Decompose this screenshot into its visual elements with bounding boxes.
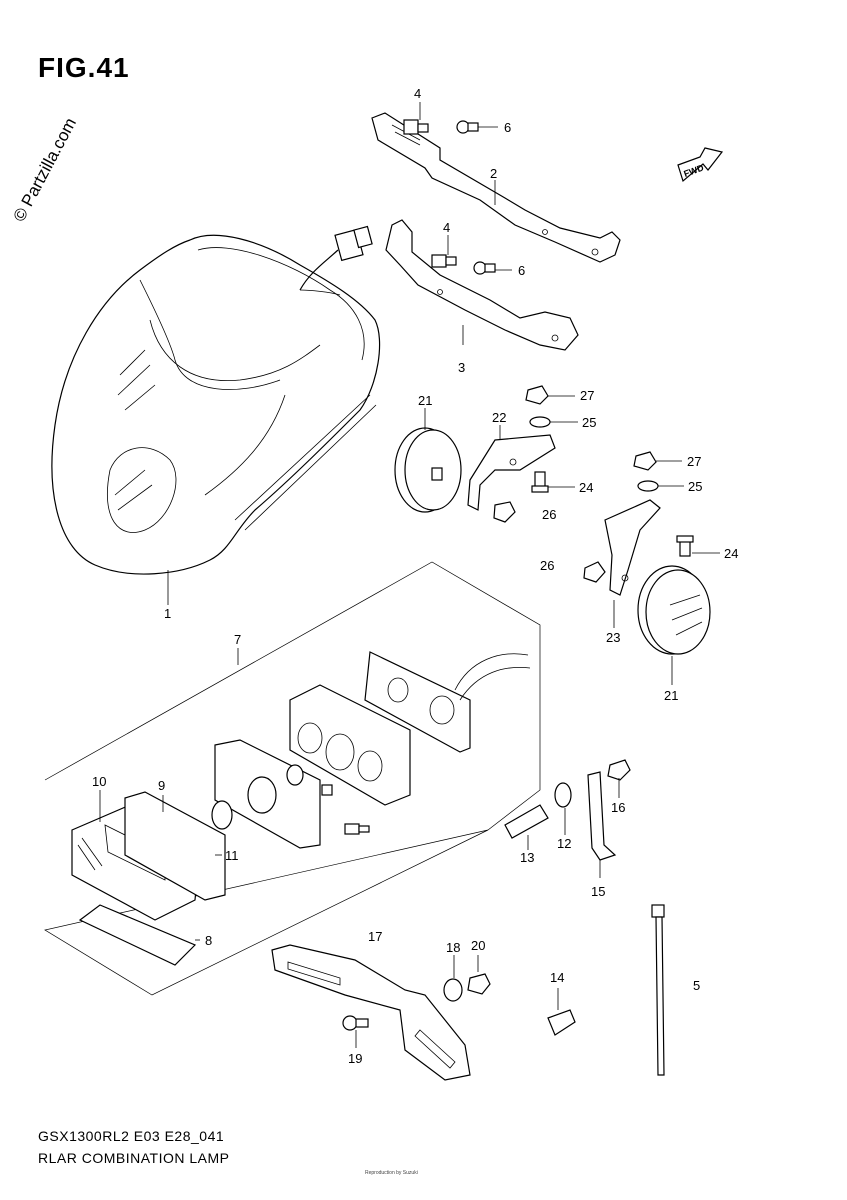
callout-8: 8: [205, 933, 212, 948]
callout-16: 16: [611, 800, 625, 815]
screw-24-lower: [676, 535, 694, 557]
screw-6-lower: [473, 261, 496, 275]
clip-15: [587, 771, 617, 861]
washer-25-lower: [637, 480, 659, 492]
lower-bracket: [385, 219, 579, 351]
cable-tie-5: [651, 904, 665, 1076]
lamp-plate-8: [78, 904, 197, 966]
callout-labels: 4 6 2 4 6 3 21 22 27 25 24 26 27 25 24 2…: [92, 86, 738, 1066]
fine-print: Reproduction by Suzuki: [365, 1170, 418, 1176]
lens-gasket-9: [124, 791, 226, 901]
reflector-bracket-23: [604, 499, 661, 596]
callout-3: 3: [458, 360, 465, 375]
callout-26-lower: 26: [540, 558, 554, 573]
nut-16: [607, 759, 631, 781]
callout-21-lower: 21: [664, 688, 678, 703]
footer-model-code: GSX1300RL2 E03 E28_041: [38, 1128, 225, 1144]
callout-24-upper: 24: [579, 480, 593, 495]
callout-15: 15: [591, 884, 605, 899]
footer-part-name: RLAR COMBINATION LAMP: [38, 1150, 230, 1166]
callout-14: 14: [550, 970, 564, 985]
callout-22: 22: [492, 410, 506, 425]
callout-27-lower: 27: [687, 454, 701, 469]
washer-18: [443, 978, 463, 1002]
callout-19: 19: [348, 1051, 362, 1066]
lamp-body: [289, 684, 411, 806]
screw-19: [342, 1015, 369, 1031]
callout-2: 2: [490, 166, 497, 181]
callout-7: 7: [234, 632, 241, 647]
callout-5: 5: [693, 978, 700, 993]
bolt-4-upper: [403, 119, 429, 135]
screw-24-upper: [531, 471, 549, 493]
callout-11: 11: [225, 848, 239, 863]
license-bracket-17: [271, 944, 471, 1081]
callout-25-upper: 25: [582, 415, 596, 430]
callout-25-lower: 25: [688, 479, 702, 494]
upper-bracket: [371, 112, 621, 263]
reflector-21-upper: [394, 427, 462, 513]
callout-6-upper: 6: [504, 120, 511, 135]
leader-lines: [99, 102, 720, 1048]
nut-27-upper: [525, 385, 549, 405]
license-lamp-assembly-outline: [44, 561, 541, 996]
fwd-arrow-icon: FWD: [677, 147, 724, 183]
callout-12: 12: [557, 836, 571, 851]
callout-27-upper: 27: [580, 388, 594, 403]
callout-20: 20: [471, 938, 485, 953]
callout-4-upper: 4: [414, 86, 421, 101]
nut-27-lower: [633, 451, 657, 471]
callout-13: 13: [520, 850, 534, 865]
rivet-14: [547, 1009, 576, 1036]
callout-24-lower: 24: [724, 546, 738, 561]
callout-4-lower: 4: [443, 220, 450, 235]
nut-26-upper: [493, 501, 516, 523]
lamp-gasket: [364, 651, 531, 753]
nut-26-lower: [583, 561, 606, 583]
nut-20: [467, 973, 491, 995]
callout-6-lower: 6: [518, 263, 525, 278]
spacer-13: [504, 804, 549, 839]
washer-25-upper: [529, 416, 551, 428]
reflector-bracket-22: [467, 434, 556, 511]
figure-title: FIG.41: [38, 52, 130, 83]
callout-23: 23: [606, 630, 620, 645]
socket-assembly: [211, 739, 333, 849]
screw-6-upper: [456, 120, 479, 134]
callout-10: 10: [92, 774, 106, 789]
washer-12: [554, 782, 572, 808]
callout-21-upper: 21: [418, 393, 432, 408]
bolt-4-lower: [431, 254, 457, 268]
callout-17: 17: [368, 929, 382, 944]
tail-lamp-housing: [51, 225, 381, 575]
screw-small: [344, 823, 370, 835]
callout-26-upper: 26: [542, 507, 556, 522]
callout-1: 1: [164, 606, 171, 621]
callout-18: 18: [446, 940, 460, 955]
reflector-21-lower: [637, 565, 711, 655]
callout-9: 9: [158, 778, 165, 793]
